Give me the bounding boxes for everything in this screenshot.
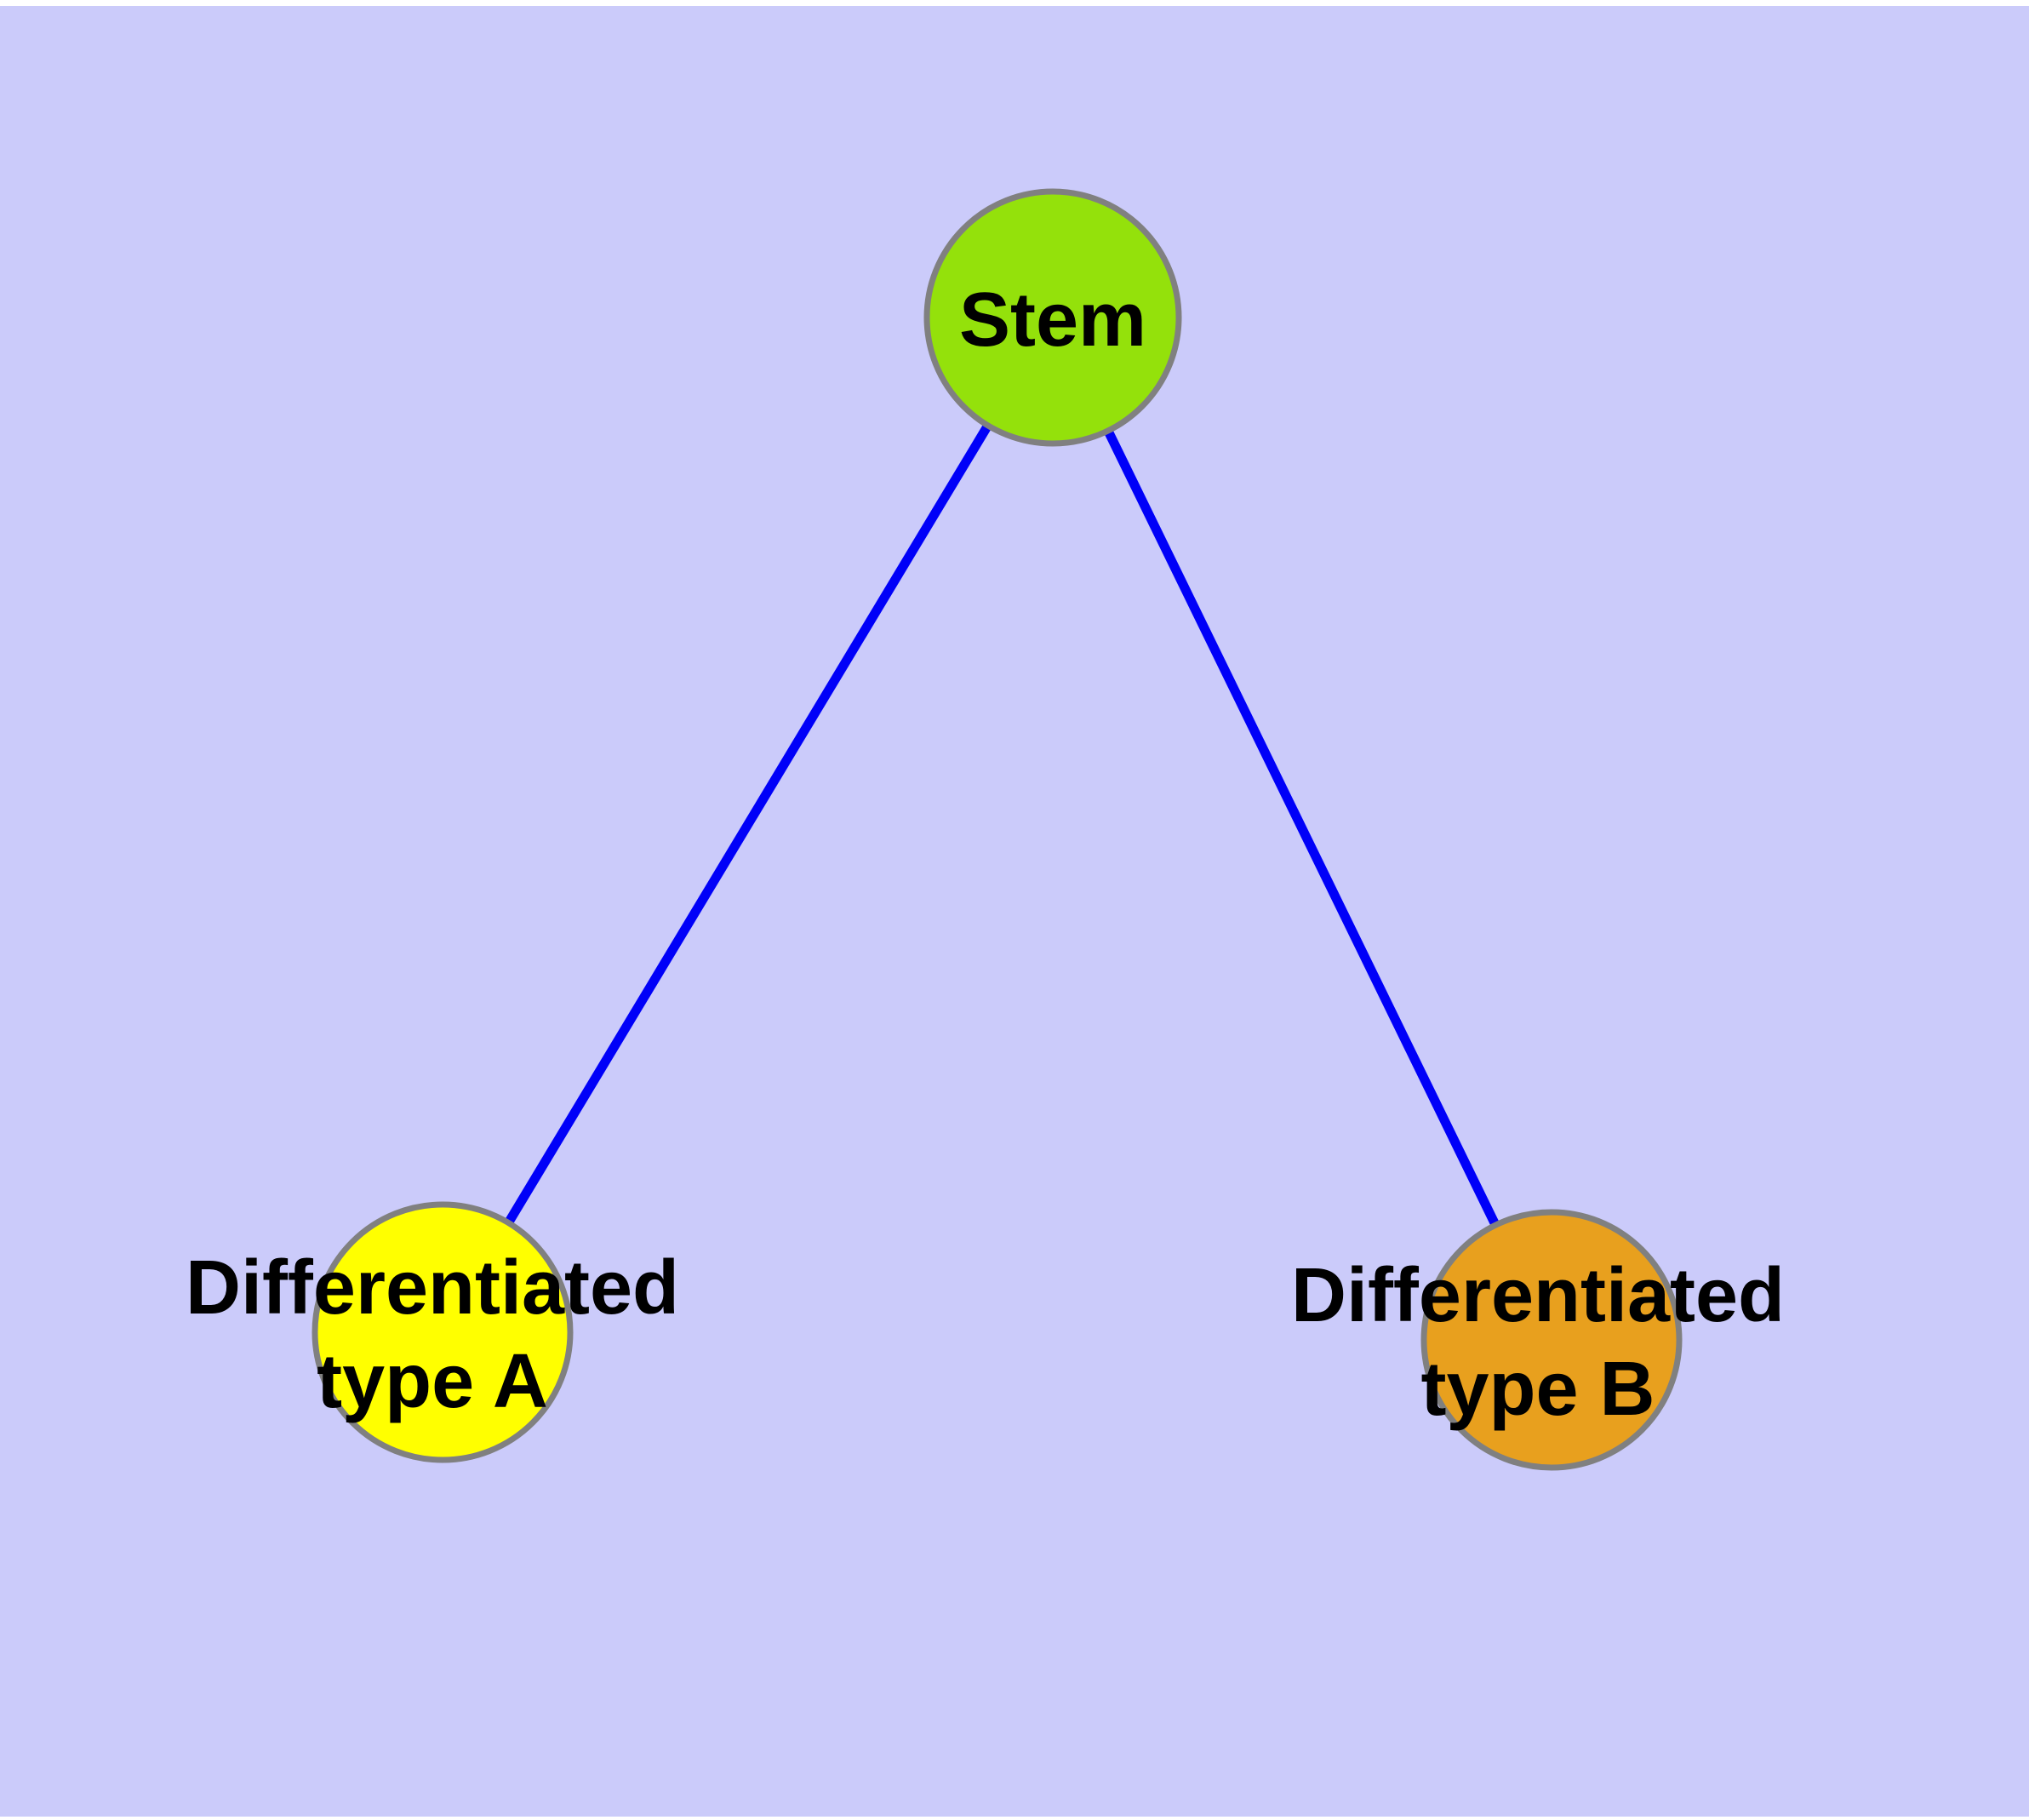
node-stem-label: Stem (959, 278, 1146, 363)
node-stem (923, 188, 1182, 447)
node-differentiated-type-b (1420, 1209, 1683, 1471)
node-type-a-label-line2: type A (317, 1339, 548, 1424)
node-differentiated-type-a (311, 1201, 574, 1463)
node-type-b-label-line1: Differentiated (1291, 1253, 1785, 1338)
node-type-a-label-line1: Differentiated (186, 1245, 679, 1331)
edge-group (438, 315, 1556, 1342)
node-group (311, 188, 1683, 1471)
edge-stem-to-type-b (1049, 315, 1556, 1342)
edge-stem-to-type-a (438, 315, 1057, 1335)
node-type-b-label-line2: type B (1420, 1347, 1655, 1432)
label-group: Stem Differentiated type A Differentiate… (186, 278, 1785, 1432)
